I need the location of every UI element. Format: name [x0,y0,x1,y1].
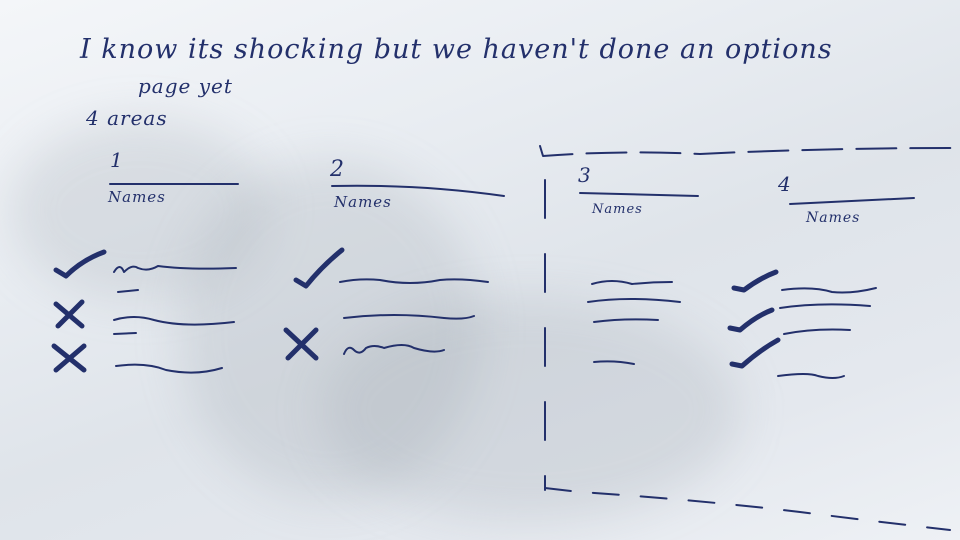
area-2-label: Names [334,193,392,211]
scribble-line [593,318,659,323]
area-3-underline [579,192,699,197]
dashed-boundary-bottom [544,487,951,531]
cross-mark-icon [51,343,87,373]
scribble-line [343,314,475,320]
check-mark-icon [729,337,781,369]
scribble-line [587,298,681,303]
subheading: 4 areas [86,106,168,130]
cross-mark-icon [53,299,85,329]
scribble-line [593,360,635,365]
area-2-underline [331,184,505,197]
check-mark-icon [727,307,775,333]
scribble-line [113,265,237,273]
shadow-center [180,160,480,500]
scribble-line [783,328,851,335]
scribble-line [779,303,871,309]
scribble-line [113,332,137,335]
heading-line-1: I know its shocking but we haven't done … [80,34,833,65]
scribble-line [117,289,139,293]
check-mark-icon [53,249,107,279]
area-1-label: Names [108,188,166,206]
area-4-label: Names [806,210,861,226]
area-4-underline [789,197,915,205]
shadow-left [10,120,270,300]
scribble-line [777,373,845,379]
scribble-line [591,280,673,285]
scribble-line [115,363,223,374]
dashed-boundary-top [539,145,959,157]
area-2-number: 2 [330,157,345,182]
shadow-bottom [320,300,740,520]
scribble-line [343,344,445,355]
cross-mark-icon [283,327,319,361]
area-3-label: Names [592,202,643,217]
check-mark-icon [731,269,779,293]
heading-line-2: page yet [138,74,233,98]
area-3-number: 3 [578,163,592,187]
area-4-number: 4 [778,172,792,196]
check-mark-icon [293,247,345,289]
scribble-line [113,316,235,326]
scribble-line [781,287,877,294]
scribble-line [339,278,489,284]
area-1-number: 1 [110,148,124,172]
